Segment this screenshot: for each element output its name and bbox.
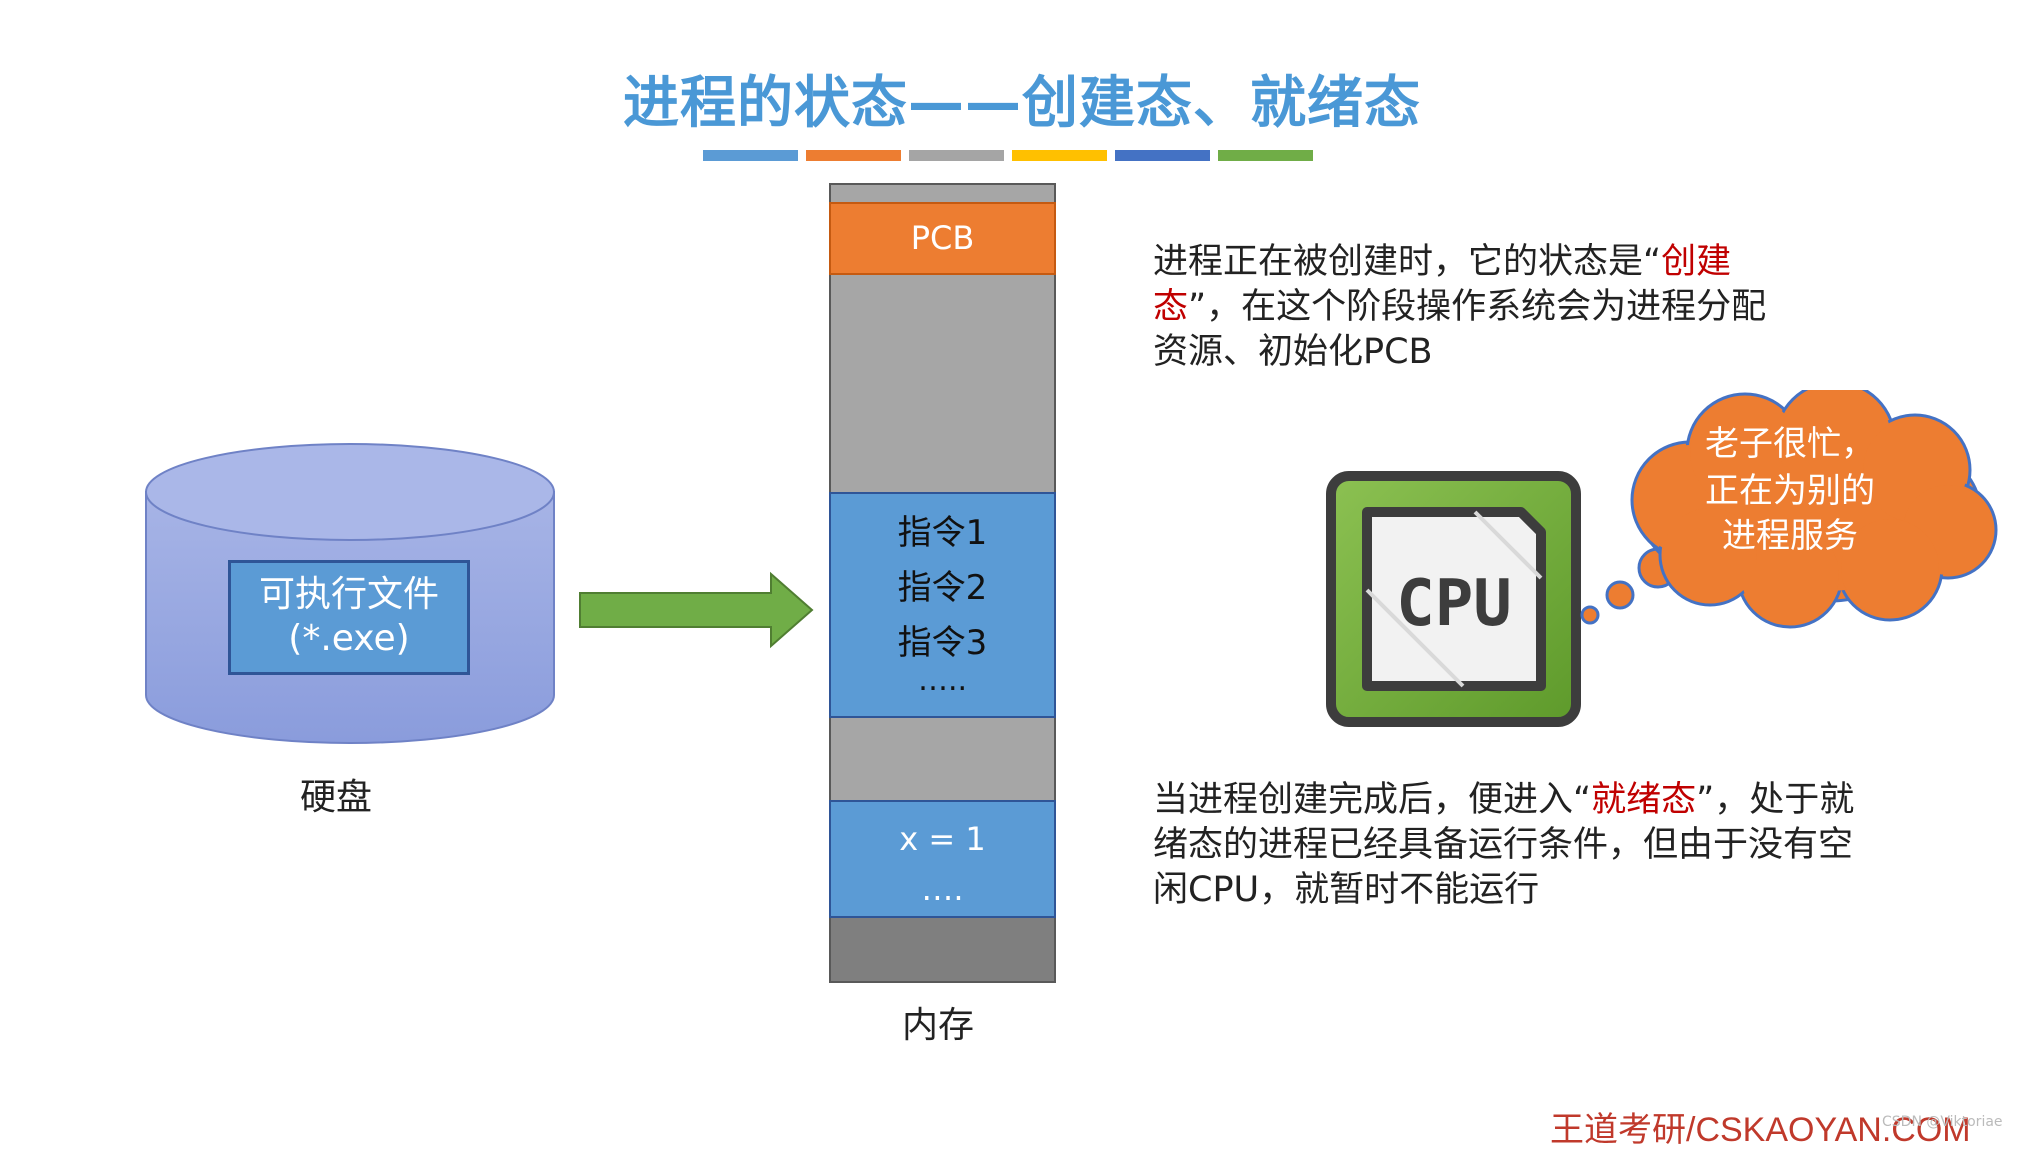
load-arrow [579,571,814,649]
memory-label: 内存 [902,1005,975,1046]
created-state-description: 进程正在被创建时，它的状态是“创建态”，在这个阶段操作系统会为进程分配资源、初始… [1153,240,1793,375]
created-state-highlight: 创建态 [1153,242,1732,327]
title-bar-4 [1012,150,1107,161]
instruction-2: 指令2 [897,568,988,608]
instruction-3: 指令3 [897,623,988,663]
cpu-text: CPU [1396,567,1512,641]
ready-state-description: 当进程创建完成后，便进入“就绪态”，处于就绪态的进程已经具备运行条件，但由于没有… [1153,778,1873,913]
memory-free-bottom [831,918,1054,981]
cloud-line-1: 老子很忙， [1705,424,1875,464]
executable-file-label: 可执行文件 [258,574,439,615]
para1-text-start: 进程正在被创建时，它的状态是“ [1153,242,1662,282]
data-ellipsis: …. [921,870,964,908]
data-line: x = 1 [899,820,986,858]
cloud-line-2: 正在为别的 [1705,471,1875,511]
data-block: x = 1 …. [829,800,1056,918]
disk-label: 硬盘 [300,777,373,818]
title-bar-2 [806,150,901,161]
title-bar-1 [703,150,798,161]
executable-file-box: 可执行文件 (*.exe) [228,560,470,675]
instructions-block: 指令1 指令2 指令3 ….. [829,492,1056,718]
title-color-bars [703,150,1313,161]
para1-text-end: ”，在这个阶段操作系统会为进程分配资源、初始化PCB [1153,287,1767,372]
para2-text-end: ”，处于就绪态的进程已经具备运行条件，但由于没有空闲CPU，就暂时不能运行 [1153,780,1855,910]
title-bar-3 [909,150,1004,161]
ready-state-highlight: 就绪态 [1591,780,1697,820]
watermark: CSDN @Viktoriae [1882,1114,2003,1130]
instructions-ellipsis: ….. [917,663,968,698]
pcb-block: PCB [829,202,1056,275]
para2-text-start: 当进程创建完成后，便进入“ [1153,780,1592,820]
title-bar-6 [1218,150,1313,161]
title-bar-5 [1115,150,1210,161]
instruction-1: 指令1 [897,513,988,553]
thought-cloud: 老子很忙， 正在为别的 进程服务 [1580,390,1998,629]
cloud-line-3: 进程服务 [1722,516,1858,556]
cpu-chip-icon: CPU [1326,471,1581,727]
executable-file-ext: (*.exe) [288,618,410,659]
page-title: 进程的状态——创建态、就绪态 [623,71,1421,136]
